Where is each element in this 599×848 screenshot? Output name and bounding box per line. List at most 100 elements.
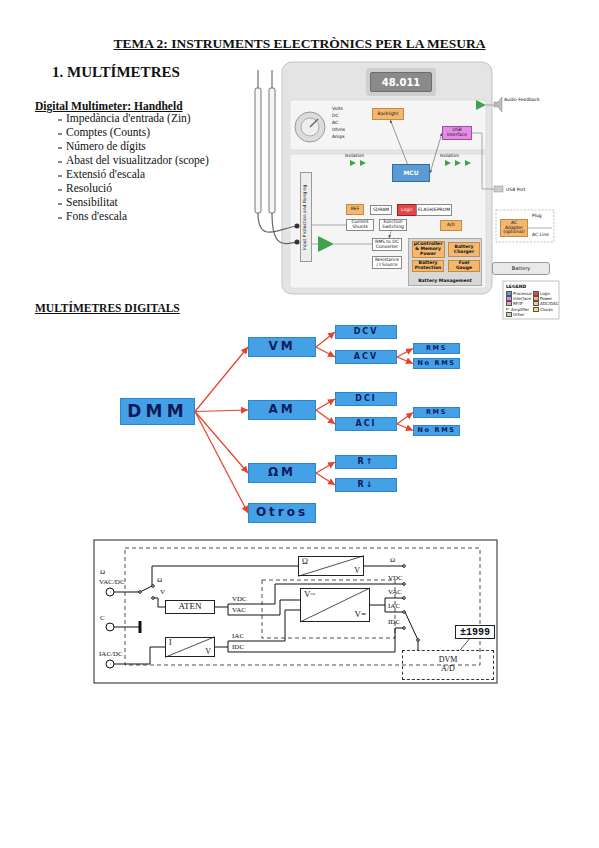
terminal xyxy=(417,639,420,642)
bullet-dash xyxy=(58,176,62,177)
node-text: Backlight xyxy=(374,112,402,117)
schematic-frame xyxy=(125,548,480,665)
terminal xyxy=(106,565,419,668)
signal-label: Ω xyxy=(390,556,395,564)
internal-wire xyxy=(472,133,494,189)
variant-box: No RMS xyxy=(413,425,460,436)
internal-wire xyxy=(334,244,372,245)
category-box: AM xyxy=(248,400,316,420)
plug-label: AC Line xyxy=(532,232,549,237)
function-switching-block: Function Switching xyxy=(379,219,407,232)
schematic-wire xyxy=(139,621,142,633)
node-text: Otros xyxy=(251,506,313,519)
ref-block: REF xyxy=(346,204,364,215)
function-box: ACI xyxy=(335,417,397,431)
legend-text: ADC/DAC xyxy=(540,301,558,306)
node-text: RMS to DC Converter xyxy=(374,240,400,250)
dial-label: Volts xyxy=(332,106,343,111)
converter-diagonal xyxy=(165,637,215,658)
branch-arrow xyxy=(397,357,413,364)
branch-arrow xyxy=(397,424,413,431)
node-text: Battery Management xyxy=(410,279,480,284)
node-text: Current Shunts xyxy=(348,220,372,230)
test-probe xyxy=(269,88,275,213)
legend-swatch xyxy=(506,301,512,306)
bullet-item: Comptes (Counts) xyxy=(66,126,150,139)
legend-swatch xyxy=(533,307,539,312)
bullet-item: Abast del visualitzador (scope) xyxy=(66,154,209,167)
node-text: SDRAM xyxy=(372,208,390,213)
switch-label: Ω xyxy=(157,576,162,584)
isolation-label: Isolation xyxy=(345,153,364,158)
category-box: Otros xyxy=(248,503,316,523)
schematic-wire xyxy=(255,604,262,652)
schematic-frame xyxy=(262,580,395,638)
multimeter-body xyxy=(290,100,486,150)
schematic-wire xyxy=(228,607,255,615)
terminal xyxy=(403,583,406,586)
bullet-item: Sensibilitat xyxy=(66,196,118,209)
multimeter-body xyxy=(282,62,492,294)
plug-label: Plug xyxy=(532,213,542,218)
subheading: MULTÍMETRES DIGITALS xyxy=(35,302,180,315)
ac-adapter-frame xyxy=(496,210,554,242)
usb-port-icon xyxy=(494,186,503,192)
port-label: Audio Feedback xyxy=(504,97,540,102)
schematic-wire xyxy=(114,566,418,664)
rotary-dial xyxy=(301,118,319,136)
legend-symbol xyxy=(506,308,510,310)
bullet-dash xyxy=(58,218,62,219)
node-text: ΩM xyxy=(251,466,313,479)
rms-converter-block: RMS to DC Converter xyxy=(372,238,402,251)
signal-label: VDC xyxy=(232,595,247,603)
legend-heading: LEGEND xyxy=(506,284,526,289)
bullet-item: Resolució xyxy=(66,182,112,195)
sdram-block: SDRAM xyxy=(370,205,392,215)
amplifier-symbol xyxy=(476,100,486,110)
schematic-wire xyxy=(262,584,404,604)
digit-display: ±1999 xyxy=(455,625,495,639)
bullet-item: Impedància d'entrada (Zin) xyxy=(66,112,191,125)
rotary-dial xyxy=(295,112,325,142)
node-text: REF xyxy=(348,207,362,212)
ac-adapter-frame xyxy=(496,210,554,242)
amplifier-symbol xyxy=(360,160,366,166)
node-text: ±1999 xyxy=(457,627,493,638)
terminal-label: C xyxy=(100,614,105,622)
multimeter-body xyxy=(290,154,486,288)
node-text: AC Adapter (optional) xyxy=(502,221,526,236)
internal-wire xyxy=(486,105,494,106)
adc-block: A/D xyxy=(440,220,462,231)
node-text: μController & Memory Power xyxy=(414,242,443,257)
node-text: V~ xyxy=(304,590,315,600)
amplifier-symbol xyxy=(350,160,356,166)
schematic-wire xyxy=(262,628,404,652)
terminal xyxy=(106,588,114,596)
controller-power-block: μController & Memory Power xyxy=(412,241,445,259)
test-probe xyxy=(255,70,300,245)
signal-label: VDC xyxy=(388,574,403,582)
node-text: Ω xyxy=(302,558,308,567)
isolation-label: Isolation xyxy=(440,153,459,158)
legend-text: Interface xyxy=(513,296,531,301)
bullet-item: Número de dígits xyxy=(66,140,146,153)
terminal xyxy=(106,660,114,668)
node-text: Battery xyxy=(494,266,548,272)
signal-label: IDC xyxy=(232,643,244,651)
node-text: R↓ xyxy=(338,481,394,490)
bullet-dash xyxy=(58,190,62,191)
test-probe xyxy=(255,88,261,213)
ac-adapter-block: AC Adapter (optional) xyxy=(500,219,528,237)
branch-arrow xyxy=(316,399,335,410)
speaker-icon xyxy=(494,97,502,112)
test-probe xyxy=(258,213,297,232)
flash-block: FLASH/EPROM xyxy=(416,204,452,216)
node-text: Function Switching xyxy=(381,220,405,230)
node-text: V= xyxy=(354,610,366,620)
node-text: AM xyxy=(251,403,313,416)
signal-line xyxy=(390,120,407,164)
node-text: MCU xyxy=(394,170,428,177)
internal-wire xyxy=(528,228,552,229)
node-text: 48.011 xyxy=(372,77,430,88)
schematic-wire xyxy=(262,610,300,641)
